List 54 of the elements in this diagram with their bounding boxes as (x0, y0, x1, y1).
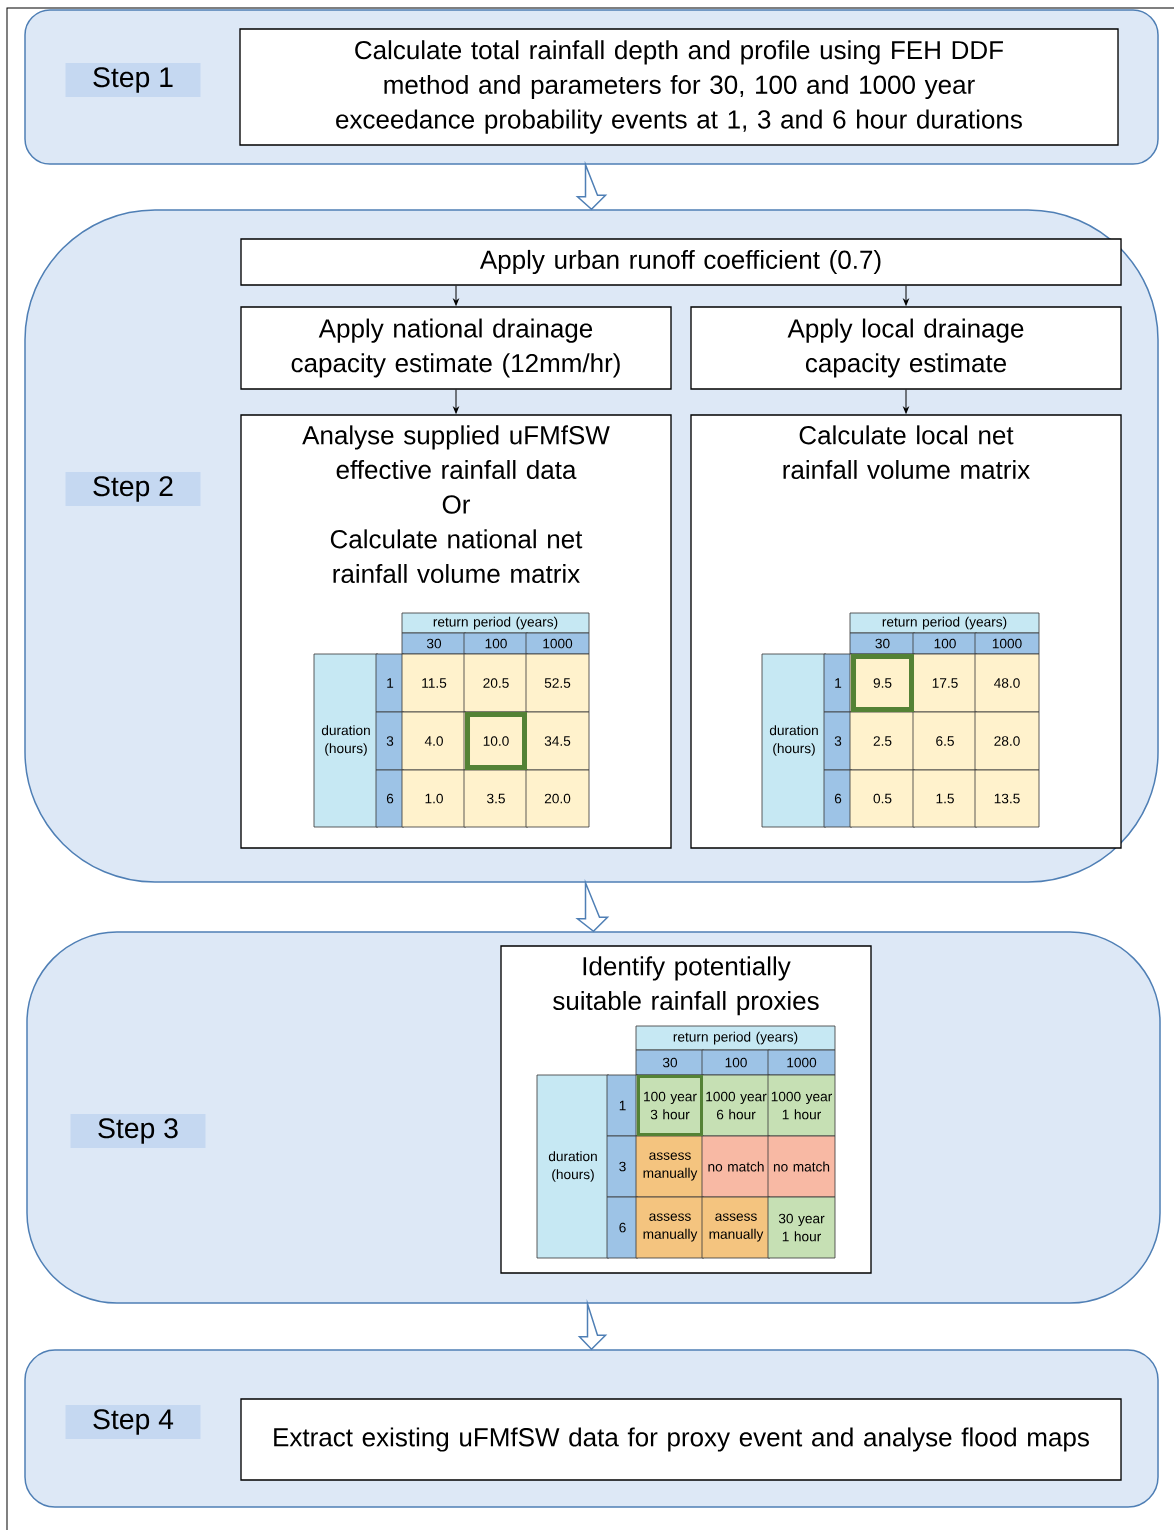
header-cell: 1000 (974, 632, 1040, 655)
table-cell: 28.0 (974, 711, 1040, 771)
table-cell: 0.5 (849, 769, 916, 828)
step-label: Step 3 (70, 1114, 206, 1148)
header-cell: duration (hours) (313, 653, 379, 828)
header-cell: 1000 (525, 632, 590, 655)
header-cell: 100 (701, 1049, 771, 1076)
process-box: Extract existing uFMfSW data for proxy event and analyse flood maps (240, 1398, 1122, 1481)
table-cell: 1.5 (912, 769, 978, 828)
table-cell: assess manually (635, 1196, 705, 1259)
header-cell: return period (years) (635, 1025, 836, 1051)
header-cell: duration (hours) (536, 1074, 610, 1259)
header-cell: 1000 (767, 1049, 836, 1076)
table-cell: 11.5 (401, 653, 467, 713)
header-cell: return period (years) (401, 612, 590, 634)
table-cell: 3.5 (463, 769, 529, 828)
table-cell: 6.5 (912, 711, 978, 771)
header-cell: duration (hours) (761, 653, 827, 828)
table-cell: 13.5 (974, 769, 1040, 828)
header-cell: return period (years) (849, 612, 1040, 634)
header-cell: 3 (375, 711, 405, 771)
table-cell: 52.5 (525, 653, 590, 713)
table-cell: 1000 year 6 hour (701, 1074, 771, 1137)
header-cell: 6 (823, 769, 853, 828)
header-cell: 3 (823, 711, 853, 771)
table-cell: 20.5 (463, 653, 529, 713)
process-box: Calculate total rainfall depth and profile using FEH DDF method and parameters for 30, 100 and 1000 year exceedance probability events at 1, 3 and 6 hour durations (239, 28, 1119, 146)
table-cell: 2.5 (849, 711, 916, 771)
header-cell: 6 (375, 769, 405, 828)
table-cell: 30 year 1 hour (767, 1196, 836, 1259)
arrow (903, 285, 909, 306)
arrow (903, 389, 909, 414)
process-box: Apply national drainage capacity estimate (12mm/hr) (240, 306, 672, 390)
table-cell: 20.0 (525, 769, 590, 828)
table-cell: no match (701, 1135, 771, 1198)
step-label: Step 1 (65, 63, 201, 97)
table-cell: 4.0 (401, 711, 467, 771)
header-cell: 30 (635, 1049, 705, 1076)
table-cell: 1000 year 1 hour (767, 1074, 836, 1137)
header-cell: 1 (823, 653, 853, 713)
step-label: Step 2 (65, 472, 201, 506)
arrow (453, 389, 459, 414)
process-box: Apply local drainage capacity estimate (690, 306, 1122, 390)
step-label: Step 4 (65, 1405, 201, 1439)
table-cell: 17.5 (912, 653, 978, 713)
header-cell: 1 (375, 653, 405, 713)
table-cell: 48.0 (974, 653, 1040, 713)
table-cell: 1.0 (401, 769, 467, 828)
table-cell: assess manually (701, 1196, 771, 1259)
process-box: Apply urban runoff coefficient (0.7) (240, 238, 1122, 286)
table-cell: no match (767, 1135, 836, 1198)
arrow (453, 285, 459, 306)
table-cell: 34.5 (525, 711, 590, 771)
table-cell: assess manually (635, 1135, 705, 1198)
